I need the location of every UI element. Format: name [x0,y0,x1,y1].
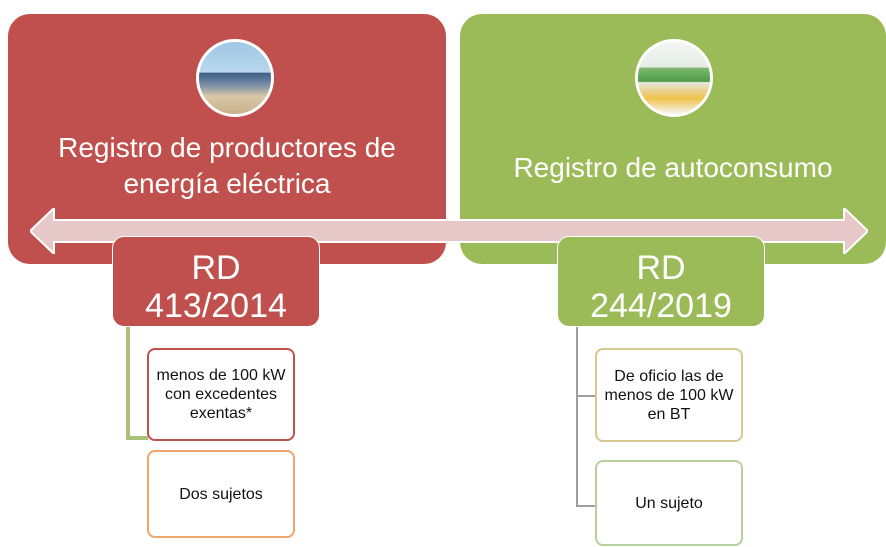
double-arrow-connector [30,208,868,254]
subjects-box: Un sujeto [595,460,743,546]
decree-number: 244/2019 [590,287,732,325]
decree-prefix: RD [636,249,686,287]
decree-box-rd-244-2019: RD 244/2019 [557,236,765,327]
condition-text: De oficio las de menos de 100 kW en BT [604,367,734,423]
condition-box: menos de 100 kW con excedentes exentas* [147,348,295,441]
subjects-text: Dos sujetos [179,485,263,503]
self-consumption-registry-title: Registro de autoconsumo [513,152,833,183]
subjects-box: Dos sujetos [147,450,295,538]
double-arrow-shape [30,208,868,254]
decree-prefix: RD [191,249,241,287]
document-photo [635,39,713,117]
tree-connector-branch [126,436,148,440]
tree-connector-vertical [576,327,578,507]
decree-number: 413/2014 [145,287,287,325]
tree-connector-branch [576,505,596,507]
condition-text: menos de 100 kW con excedentes exentas* [156,367,286,422]
condition-box: De oficio las de menos de 100 kW en BT [595,348,743,442]
solar-panels-photo [196,39,274,117]
producers-registry-title: Registro de productores de energía eléct… [58,132,396,199]
tree-connector-vertical [126,327,130,440]
subjects-text: Un sujeto [635,494,703,512]
tree-connector-branch [576,395,596,397]
decree-box-rd-413-2014: RD 413/2014 [112,236,320,327]
